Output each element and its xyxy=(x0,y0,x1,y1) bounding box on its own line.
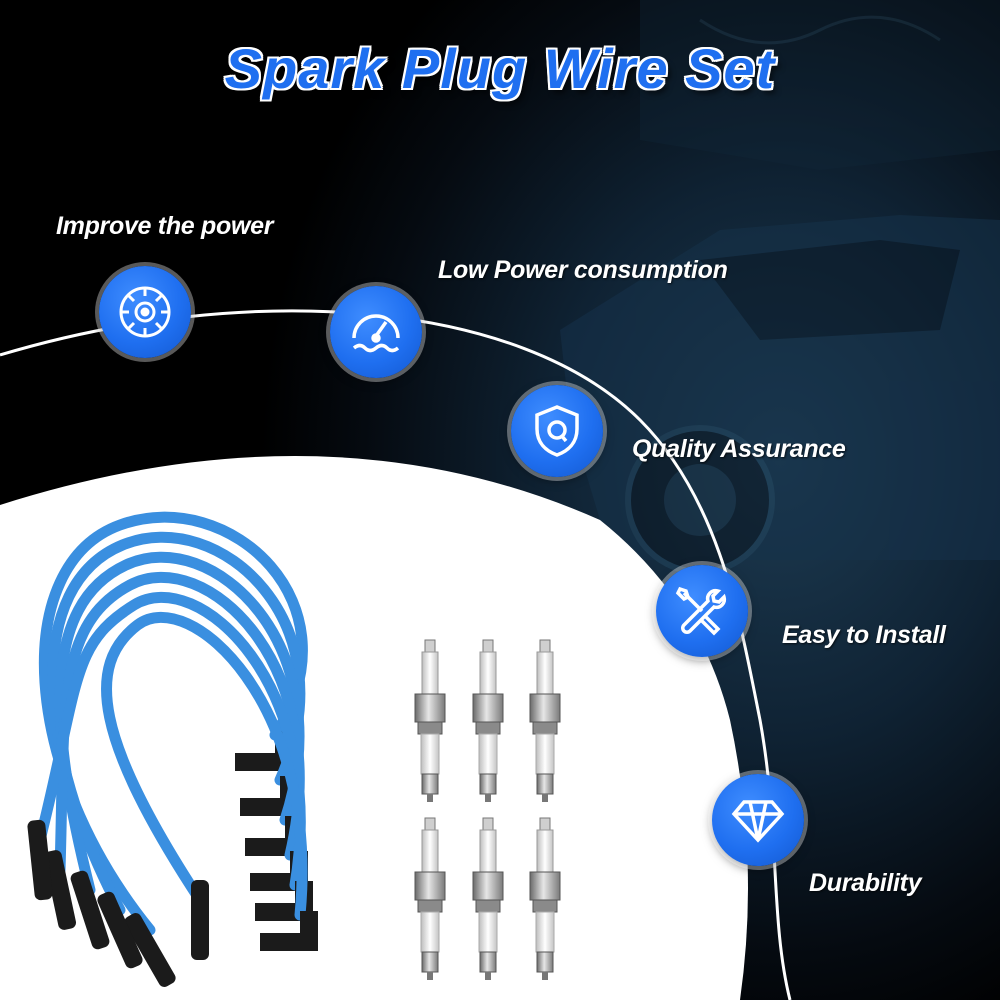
spark-plug-part xyxy=(472,693,504,723)
spark-plug-part xyxy=(529,693,561,723)
spark-plug-part xyxy=(421,773,439,795)
feature-label-power: Improve the power xyxy=(56,212,274,240)
spark-plugs xyxy=(414,639,561,980)
spark-plug-part xyxy=(421,829,439,875)
spark-plug xyxy=(529,639,561,802)
wire-boot-angled xyxy=(260,911,318,951)
spark-plug-part xyxy=(485,794,491,802)
spark-plug-part xyxy=(414,693,446,723)
brake-disc-icon xyxy=(119,286,171,338)
shield-q-icon xyxy=(535,405,579,457)
spark-plug-part xyxy=(472,871,504,901)
feature-icon-durability xyxy=(712,774,804,866)
spark-plug-part xyxy=(427,972,433,980)
spark-plug-part xyxy=(536,773,554,795)
spark-plug-part xyxy=(536,951,554,973)
wire-cable xyxy=(34,591,306,891)
spark-plug-part xyxy=(420,733,440,775)
spark-plug-part xyxy=(542,794,548,802)
spark-plug-part xyxy=(421,951,439,973)
speedometer-icon xyxy=(352,314,400,353)
wire-cable xyxy=(101,611,308,921)
diamond-icon xyxy=(731,800,785,843)
wire-boot xyxy=(124,913,176,987)
feature-icon-consumption xyxy=(330,286,422,378)
spark-plug-part xyxy=(542,972,548,980)
spark-plug-part xyxy=(475,721,501,735)
spark-plug xyxy=(472,817,504,980)
spark-plug-part xyxy=(420,911,440,953)
wire-boot xyxy=(97,891,143,969)
feature-icon-power xyxy=(99,266,191,358)
spark-plug-part xyxy=(479,651,497,697)
spark-plug-part xyxy=(479,829,497,875)
spark-plug-part xyxy=(535,911,555,953)
tools-icon xyxy=(675,586,727,636)
spark-plug-part xyxy=(485,972,491,980)
spark-plug-part xyxy=(532,899,558,913)
spark-plug-part xyxy=(529,871,561,901)
car-silhouette xyxy=(560,215,1000,575)
feature-label-durability: Durability xyxy=(809,869,922,897)
spark-plug xyxy=(414,817,446,980)
spark-plug-part xyxy=(427,794,433,802)
stair-railing xyxy=(640,0,1000,170)
white-panel xyxy=(0,456,748,1000)
spark-plug-part xyxy=(479,951,497,973)
page-title: Spark Plug Wire Set xyxy=(224,37,776,100)
feature-label-quality: Quality Assurance xyxy=(632,435,846,463)
spark-plug-part xyxy=(536,829,554,875)
feature-label-install: Easy to Install xyxy=(782,621,946,649)
spark-plug-part xyxy=(479,773,497,795)
spark-plug-part xyxy=(417,721,443,735)
spark-plug-part xyxy=(475,899,501,913)
spark-plug-part xyxy=(478,911,498,953)
spark-plug-wires xyxy=(27,511,318,987)
spark-plug xyxy=(414,639,446,802)
wire-boot xyxy=(43,850,77,930)
feature-label-consumption: Low Power consumption xyxy=(438,256,728,284)
spark-plug-part xyxy=(536,651,554,697)
wire-boot xyxy=(27,819,53,901)
wire-boot xyxy=(70,870,110,950)
spark-plug-part xyxy=(414,871,446,901)
spark-plug-part xyxy=(535,733,555,775)
spark-plug xyxy=(529,817,561,980)
wire-boot xyxy=(191,880,209,960)
feature-icon-install xyxy=(656,565,748,657)
spark-plug-part xyxy=(478,733,498,775)
spark-plug xyxy=(472,639,504,802)
spark-plug-part xyxy=(532,721,558,735)
spark-plug-part xyxy=(417,899,443,913)
spark-plug-part xyxy=(421,651,439,697)
feature-icon-quality xyxy=(511,385,603,477)
